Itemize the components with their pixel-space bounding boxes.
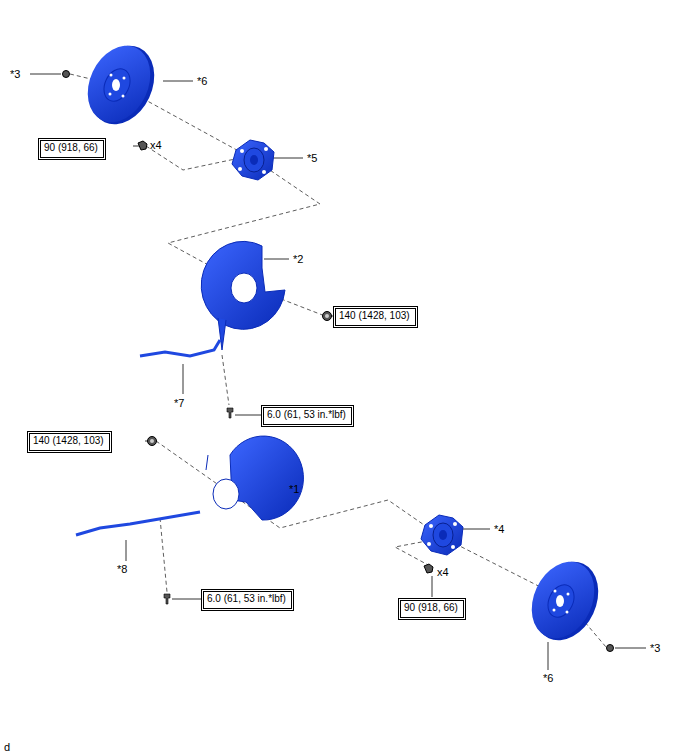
torque-spec-box: 90 (918, 66)	[398, 598, 466, 620]
quantity-mark: x4	[437, 566, 449, 578]
torque-spec-box: 6.0 (61, 53 in.*lbf)	[261, 405, 354, 427]
torque-value: 90 (918, 66)	[404, 602, 460, 614]
quantity-mark: x4	[150, 139, 162, 151]
dust-cover	[206, 436, 303, 520]
disc-rotor	[76, 35, 167, 135]
callout-number: *6	[197, 75, 207, 87]
torque-value: 90 (918, 66)	[44, 142, 100, 154]
torque-spec-box: 90 (918, 66)	[38, 138, 106, 160]
hub-bearing	[232, 140, 274, 180]
callout-number: *2	[293, 253, 303, 265]
callout-number: *3	[10, 68, 20, 80]
torque-spec-box: 140 (1428, 103)	[333, 306, 418, 328]
torque-value: 140 (1428, 103)	[33, 435, 106, 447]
dashed-assembly-line	[70, 74, 606, 647]
torque-spec-box: 6.0 (61, 53 in.*lbf)	[201, 589, 294, 611]
torque-value: 6.0 (61, 53 in.*lbf)	[267, 409, 348, 421]
hub-bearing	[421, 515, 463, 555]
callout-number: *7	[174, 397, 184, 409]
leader-line	[30, 74, 646, 670]
fastener	[63, 71, 614, 652]
callout-number: *4	[494, 523, 504, 535]
callout-number: *6	[543, 672, 553, 684]
callout-number: *1	[289, 483, 299, 495]
disc-rotor	[520, 551, 611, 651]
callout-number: *3	[650, 642, 660, 654]
callout-number: *5	[307, 152, 317, 164]
dust-cover	[201, 241, 285, 350]
callout-number: d	[4, 741, 10, 753]
callout-number: *8	[117, 563, 127, 575]
torque-value: 6.0 (61, 53 in.*lbf)	[207, 593, 288, 605]
torque-spec-box: 140 (1428, 103)	[27, 431, 112, 453]
torque-value: 140 (1428, 103)	[339, 310, 412, 322]
